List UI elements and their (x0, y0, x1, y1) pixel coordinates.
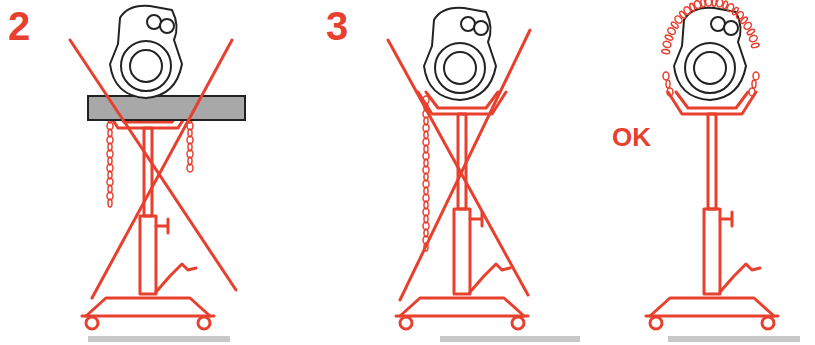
jack-post (458, 114, 466, 209)
bell-ring (435, 43, 485, 93)
jack-base (400, 298, 524, 316)
floor-bar (88, 336, 230, 342)
chain-link (665, 34, 674, 41)
transmission-housing (674, 8, 746, 100)
mount-boss (474, 21, 488, 35)
shaft-bore (444, 52, 476, 84)
prohibited-cross (92, 40, 232, 298)
lock-handle (470, 212, 482, 226)
chain-link (746, 28, 755, 35)
mount-boss (160, 19, 174, 33)
figure-number: 2 (8, 6, 30, 46)
foot-pedal (470, 264, 510, 292)
chain-link (752, 80, 756, 88)
mount-boss (461, 17, 475, 31)
chain-link (187, 164, 193, 172)
jack-tube (140, 216, 156, 294)
transmission-housing (424, 8, 496, 100)
caster-wheel (762, 317, 774, 329)
mount-boss (711, 17, 725, 31)
bell-ring (121, 41, 171, 91)
chain-link (666, 80, 670, 88)
caster-wheel (650, 317, 662, 329)
chain-link (679, 10, 687, 19)
lock-handle (156, 219, 168, 233)
jack-base-foot (82, 315, 214, 318)
floor-bar (440, 336, 580, 342)
foot-pedal (156, 264, 196, 292)
jack-tube (454, 209, 470, 294)
shaft-bore (694, 52, 726, 84)
jack-tube (704, 209, 720, 294)
floor-bar (668, 336, 800, 342)
caster-wheel (512, 317, 524, 329)
chain-link (732, 7, 740, 16)
ok-label: OK (612, 124, 651, 150)
chain-link (662, 40, 671, 48)
shaft-bore (130, 50, 162, 82)
chain-link (700, 0, 705, 7)
caster-wheel (86, 317, 98, 329)
jack-base (650, 298, 774, 316)
chain-link (748, 34, 758, 43)
bell-ring (685, 43, 735, 93)
mount-boss (724, 21, 738, 35)
chain-link (712, 0, 717, 6)
chain-link (663, 72, 669, 80)
chain-link (661, 49, 670, 54)
mount-boss (147, 15, 161, 29)
transmission-housing (110, 6, 182, 98)
caster-wheel (198, 317, 210, 329)
jack-base-foot (396, 315, 528, 318)
lock-handle (720, 212, 732, 226)
chain-link (108, 199, 112, 207)
jack-base (86, 298, 210, 316)
spacer-plate (88, 96, 245, 120)
jack-base-foot (646, 315, 778, 318)
chain-link (751, 42, 760, 48)
figure-number: 3 (326, 6, 348, 46)
foot-pedal (720, 264, 760, 292)
chain-link (749, 88, 755, 96)
caster-wheel (400, 317, 412, 329)
chain-link (705, 0, 711, 6)
chain-link (667, 88, 673, 96)
prohibited-cross (400, 30, 530, 300)
jack-post (708, 114, 716, 209)
chain-link (753, 72, 759, 80)
